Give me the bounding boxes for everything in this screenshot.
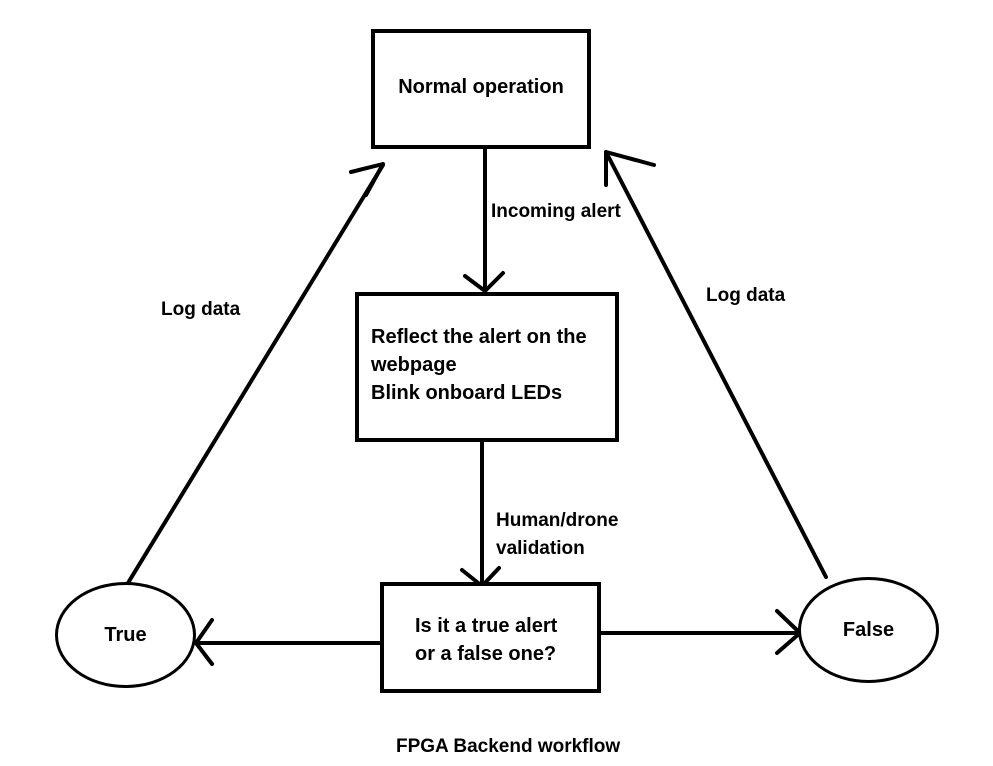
node-reflect-alert-line-3: Blink onboard LEDs bbox=[371, 382, 563, 404]
edge-label-incoming-alert: Incoming alert bbox=[491, 201, 621, 222]
edge-label-log-data-left: Log data bbox=[161, 299, 241, 320]
diagram-caption: FPGA Backend workflow bbox=[396, 736, 621, 757]
node-normal-operation-label: Normal operation bbox=[398, 76, 564, 98]
node-false: False bbox=[798, 577, 939, 683]
arrowhead-false-to-normal bbox=[604, 150, 656, 187]
node-decision-line-2: or a false one? bbox=[415, 643, 557, 665]
edge-label-log-data-right: Log data bbox=[706, 285, 786, 306]
node-reflect-alert: Reflect the alert on the webpage Blink o… bbox=[355, 292, 619, 442]
edge-label-validation-line-1: Human/drone bbox=[496, 510, 619, 531]
arrowhead-true-to-normal bbox=[349, 162, 385, 197]
arrowhead-incoming-alert bbox=[463, 271, 505, 293]
node-decision-line-1: Is it a true alert bbox=[415, 615, 558, 637]
node-true: True bbox=[55, 582, 196, 688]
node-true-label: True bbox=[104, 623, 147, 646]
arrow-true-to-normal bbox=[126, 163, 385, 585]
node-reflect-alert-line-1: Reflect the alert on the bbox=[371, 326, 587, 348]
node-false-label: False bbox=[842, 618, 895, 641]
node-normal-operation: Normal operation bbox=[371, 29, 591, 149]
arrowhead-to-true bbox=[194, 618, 214, 666]
node-decision: Is it a true alert or a false one? bbox=[380, 582, 601, 693]
arrow-false-to-normal bbox=[604, 150, 828, 579]
edge-label-validation-line-2: validation bbox=[496, 538, 585, 559]
node-reflect-alert-line-2: webpage bbox=[371, 354, 457, 376]
edge-label-validation: Human/drone validation bbox=[496, 507, 618, 563]
